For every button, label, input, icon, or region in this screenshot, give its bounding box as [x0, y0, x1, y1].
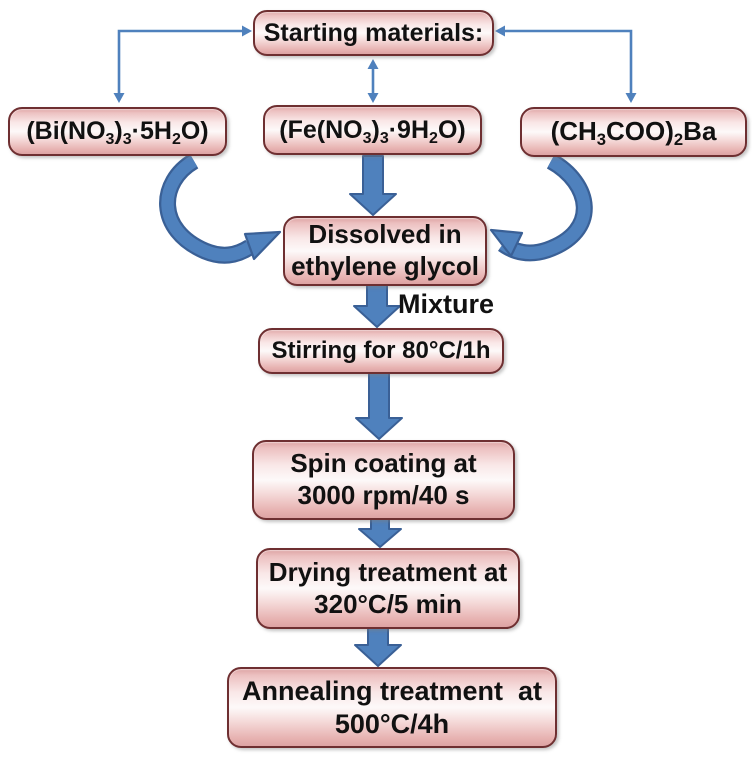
mixture-label: Mixture: [398, 289, 495, 319]
drying-line-2: 320°C/5 min: [314, 588, 462, 619]
flow-arrow-drying-to-annealing: [354, 627, 402, 667]
flow-arrow-dissolved-to-stirring: [353, 284, 401, 328]
arrowhead-right-icon: [243, 230, 282, 261]
connector-left-line: [117, 29, 244, 94]
box-dissolved: Dissolved in ethylene glycol: [283, 216, 487, 286]
box-spin-coating: Spin coating at 3000 rpm/40 s: [252, 440, 515, 520]
arrowhead-up-icon: [367, 59, 379, 69]
connector-right: [495, 25, 637, 103]
iron-nitrate-formula: (Fe(NO3)3·9H2O): [279, 115, 466, 147]
connector-left: [113, 25, 252, 103]
barium-acetate-formula: (CH3COO)2Ba: [550, 116, 717, 150]
starting-materials-label: Starting materials:: [263, 18, 484, 47]
arrowhead-right-icon: [242, 25, 252, 37]
box-stirring: Stirring for 80°C/1h: [258, 328, 504, 374]
dissolved-line-1: Dissolved in: [308, 219, 462, 250]
arrowhead-left-icon: [495, 25, 505, 37]
arrowhead-left-icon: [489, 228, 524, 258]
curved-arrow-left-body: [161, 155, 254, 262]
box-drying: Drying treatment at 320°C/5 min: [256, 548, 520, 629]
annealing-line-1: Annealing treatment at: [241, 675, 543, 706]
dissolved-line-2: ethylene glycol: [291, 251, 479, 281]
connector-center-double: [367, 59, 379, 103]
annealing-line-2: 500°C/4h: [334, 708, 450, 739]
spin-coating-line-1: Spin coating at: [290, 448, 477, 479]
box-starting-materials: Starting materials:: [253, 10, 494, 56]
box-annealing: Annealing treatment at 500°C/4h: [227, 667, 557, 748]
spin-coating-line-2: 3000 rpm/40 s: [297, 480, 470, 510]
arrowhead-down-icon: [367, 93, 379, 103]
drying-line-1: Drying treatment at: [268, 556, 508, 587]
flow-arrow-stirring-to-spin: [355, 372, 403, 440]
curved-arrow-right: [489, 153, 593, 262]
bismuth-nitrate-formula: (Bi(NO3)3·5H2O): [26, 117, 209, 149]
arrowhead-down-icon: [625, 93, 637, 103]
box-iron-nitrate: (Fe(NO3)3·9H2O): [263, 105, 482, 155]
stirring-line: Stirring for 80°C/1h: [271, 337, 491, 365]
box-barium-acetate: (CH3COO)2Ba: [520, 107, 747, 157]
connector-right-line: [503, 29, 633, 94]
flow-arrow-spin-to-drying: [358, 518, 402, 548]
flow-arrow-fe-to-dissolved: [349, 155, 397, 216]
arrowhead-down-icon: [113, 93, 125, 103]
box-bismuth-nitrate: (Bi(NO3)3·5H2O): [8, 107, 227, 156]
curved-arrow-left: [159, 153, 282, 264]
curved-arrow-right-body: [499, 155, 591, 260]
